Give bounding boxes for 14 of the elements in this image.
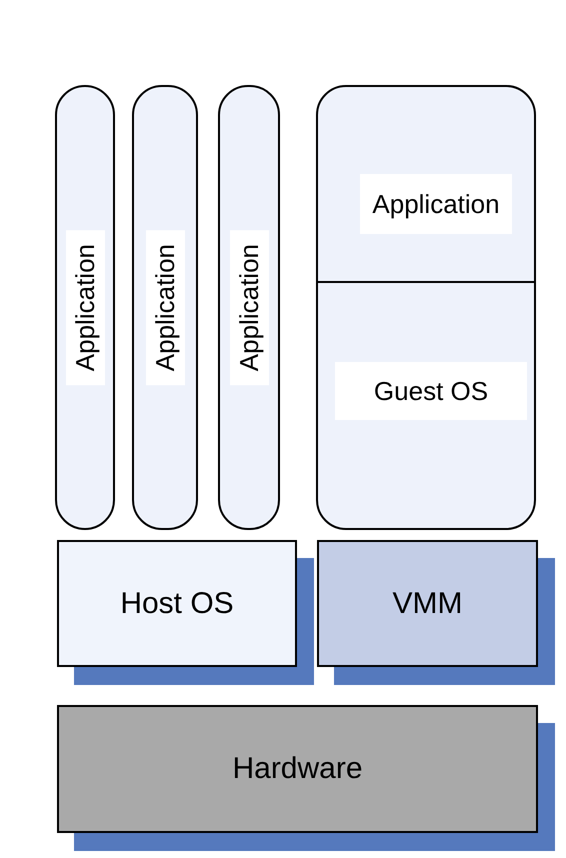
layer-label: Guest OS [335, 362, 527, 420]
layer-name: Host OS [120, 586, 234, 620]
application-label: Application [230, 230, 268, 386]
application-pill [132, 85, 198, 530]
vmm-layer [317, 540, 538, 667]
hardware-layer [57, 705, 538, 833]
host-os-layer [57, 540, 297, 667]
layer-label: Application [360, 174, 512, 234]
application-pill [218, 85, 280, 530]
layer-name: VMM [392, 586, 462, 620]
layer-name: Hardware [232, 752, 363, 786]
application-label: Application [146, 230, 184, 386]
application-label: Application [66, 230, 104, 386]
virtual-machine-box [316, 85, 536, 530]
